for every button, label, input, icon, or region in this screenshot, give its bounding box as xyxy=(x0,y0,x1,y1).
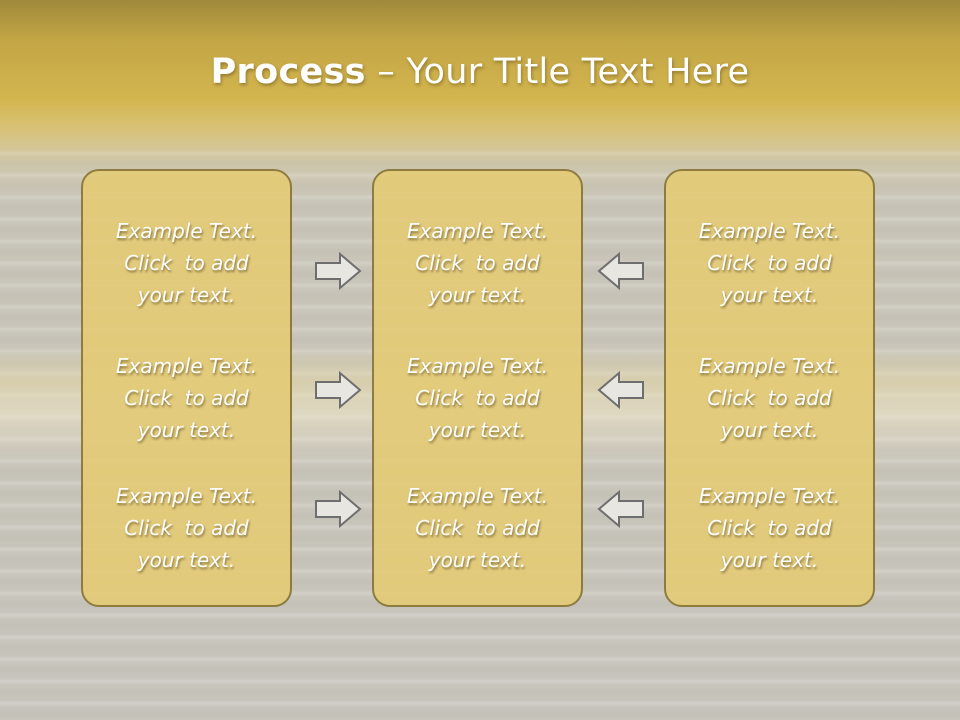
text-block[interactable]: Example Text. Click to add your text. xyxy=(666,215,873,311)
text-line: Example Text. xyxy=(115,219,258,243)
text-line: Click to add xyxy=(415,516,540,540)
title-bold-text: Process xyxy=(210,52,366,92)
slide-title[interactable]: Process – Your Title Text Here xyxy=(0,52,960,92)
arrow-right-icon[interactable] xyxy=(314,489,362,529)
text-line: Example Text. xyxy=(406,219,549,243)
text-line: Example Text. xyxy=(698,219,841,243)
panel-right[interactable]: Example Text. Click to add your text. Ex… xyxy=(664,169,875,607)
text-line: Example Text. xyxy=(406,484,549,508)
arrow-left-icon[interactable] xyxy=(597,370,645,410)
text-line: your text. xyxy=(137,283,236,307)
text-line: Click to add xyxy=(415,386,540,410)
arrow-right-icon[interactable] xyxy=(314,251,362,291)
text-block[interactable]: Example Text. Click to add your text. xyxy=(374,480,581,576)
text-line: Click to add xyxy=(415,251,540,275)
panel-left[interactable]: Example Text. Click to add your text. Ex… xyxy=(81,169,292,607)
text-line: Click to add xyxy=(707,516,832,540)
arrow-left-icon[interactable] xyxy=(597,251,645,291)
text-block[interactable]: Example Text. Click to add your text. xyxy=(83,480,290,576)
text-line: Click to add xyxy=(707,251,832,275)
text-block[interactable]: Example Text. Click to add your text. xyxy=(666,480,873,576)
text-line: your text. xyxy=(428,548,527,572)
panel-middle[interactable]: Example Text. Click to add your text. Ex… xyxy=(372,169,583,607)
text-line: your text. xyxy=(720,548,819,572)
text-line: Example Text. xyxy=(115,354,258,378)
text-line: your text. xyxy=(137,548,236,572)
title-rest-text: – Your Title Text Here xyxy=(365,52,750,92)
text-block[interactable]: Example Text. Click to add your text. xyxy=(374,215,581,311)
text-block[interactable]: Example Text. Click to add your text. xyxy=(83,215,290,311)
arrow-right-icon[interactable] xyxy=(314,370,362,410)
text-block[interactable]: Example Text. Click to add your text. xyxy=(83,350,290,446)
text-line: Example Text. xyxy=(115,484,258,508)
text-line: Click to add xyxy=(124,251,249,275)
text-line: your text. xyxy=(720,418,819,442)
text-line: Example Text. xyxy=(698,354,841,378)
text-line: Example Text. xyxy=(698,484,841,508)
text-line: Click to add xyxy=(124,386,249,410)
text-block[interactable]: Example Text. Click to add your text. xyxy=(666,350,873,446)
text-line: your text. xyxy=(428,283,527,307)
text-line: your text. xyxy=(137,418,236,442)
arrow-left-icon[interactable] xyxy=(597,489,645,529)
text-line: Click to add xyxy=(707,386,832,410)
text-block[interactable]: Example Text. Click to add your text. xyxy=(374,350,581,446)
text-line: Example Text. xyxy=(406,354,549,378)
text-line: your text. xyxy=(720,283,819,307)
text-line: Click to add xyxy=(124,516,249,540)
text-line: your text. xyxy=(428,418,527,442)
